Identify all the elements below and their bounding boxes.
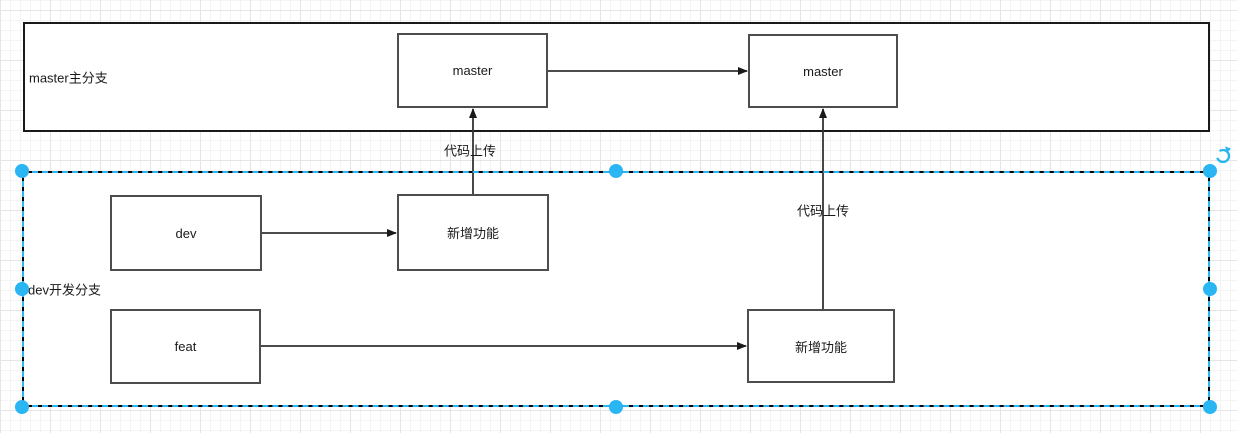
selection-handle-top-left[interactable] [15, 164, 29, 178]
selection-handle-bottom-left[interactable] [15, 400, 29, 414]
node-master-1-label: master [452, 63, 493, 78]
lane-dev-label: dev开发分支 [28, 282, 101, 298]
node-new-feature-bottom-label: 新增功能 [794, 339, 847, 355]
node-new-feature-top[interactable]: 新增功能 [397, 194, 549, 271]
node-dev[interactable]: dev [110, 195, 262, 271]
node-dev-label: dev [175, 225, 197, 241]
node-new-feature-top-label: 新增功能 [446, 226, 499, 241]
node-feat[interactable]: feat [110, 309, 261, 384]
node-master-2-label: master [803, 63, 843, 79]
node-feat-label: feat [174, 339, 197, 354]
selection-handle-bottom-right[interactable] [1203, 400, 1217, 414]
node-master-2[interactable]: master [748, 34, 898, 108]
selection-handle-top-right[interactable] [1203, 164, 1217, 178]
rotate-clockwise-icon[interactable] [1214, 146, 1232, 164]
selection-handle-middle-left[interactable] [15, 282, 29, 296]
edge-label-upload-right: 代码上传 [796, 203, 850, 219]
node-new-feature-bottom[interactable]: 新增功能 [747, 309, 895, 383]
selection-handle-middle-right[interactable] [1203, 282, 1217, 296]
node-master-1[interactable]: master [397, 33, 548, 108]
lane-master-branch[interactable]: master主分支 [23, 22, 1210, 132]
selection-handle-bottom-middle[interactable] [609, 400, 623, 414]
selection-handle-top-middle[interactable] [609, 164, 623, 178]
lane-master-label: master主分支 [29, 70, 108, 86]
edge-label-upload-left: 代码上传 [443, 143, 497, 159]
